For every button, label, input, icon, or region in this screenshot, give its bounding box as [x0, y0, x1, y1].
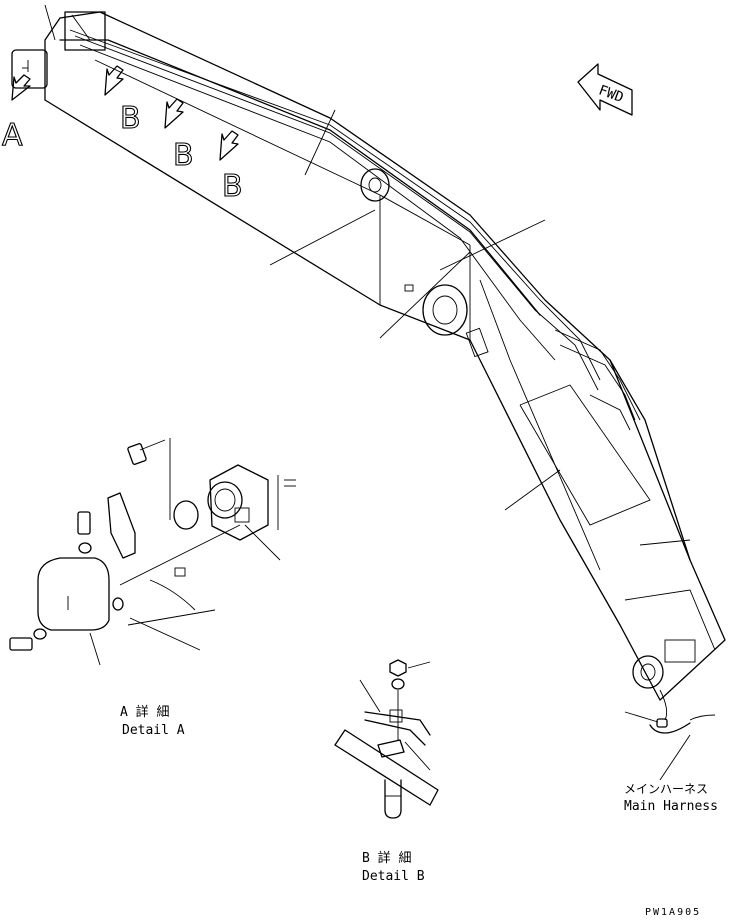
detail-b-title-en: Detail B: [362, 869, 425, 884]
main-harness-label-en: Main Harness: [624, 799, 718, 814]
detail-b-illustration: [334, 659, 439, 819]
drawing-code: PW1A905: [645, 907, 701, 918]
view-label-a: A: [2, 118, 23, 153]
fwd-label: FWD: [596, 82, 625, 106]
arm-assembly: [11, 4, 726, 701]
view-label-b2: B: [173, 138, 194, 173]
detail-a-title-jp: A 詳 細: [120, 704, 169, 720]
view-label-b1: B: [120, 101, 141, 136]
view-arrow-a-icon: [11, 74, 31, 101]
view-arrow-b3-icon: [219, 130, 239, 161]
detail-a-title-en: Detail A: [122, 723, 185, 738]
main-harness-label-jp: メインハーネス: [624, 782, 708, 796]
view-arrow-b1-icon: [104, 65, 124, 96]
view-arrow-b2-icon: [164, 98, 184, 129]
view-label-b3: B: [222, 169, 243, 204]
detail-a-illustration: [9, 438, 296, 666]
main-harness-illustration: [624, 689, 716, 781]
detail-b-title-jp: B 詳 細: [362, 850, 411, 866]
forward-direction-arrow-icon: FWD: [577, 63, 633, 116]
